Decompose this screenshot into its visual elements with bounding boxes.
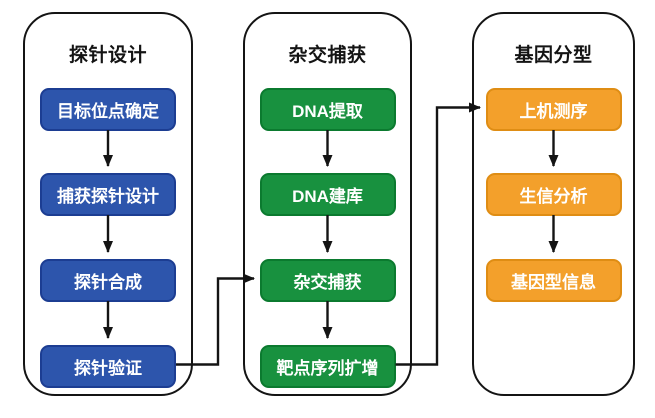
panel-genotyping: 基因分型 上机测序 生信分析 基因型信息 xyxy=(472,12,635,396)
step-genotype-info: 基因型信息 xyxy=(485,259,622,302)
step-target-amplification: 靶点序列扩增 xyxy=(259,345,396,388)
panel-title-hybrid-capture: 杂交捕获 xyxy=(288,45,367,66)
step-bioinformatics: 生信分析 xyxy=(485,173,622,216)
panel-probe-design: 探针设计 目标位点确定 捕获探针设计 探针合成 探针验证 xyxy=(23,12,193,396)
step-dna-library: DNA建库 xyxy=(259,173,396,216)
panel-title-genotyping: 基因分型 xyxy=(514,45,593,66)
step-target-site: 目标位点确定 xyxy=(40,88,176,131)
panel-hybrid-capture: 杂交捕获 DNA提取 DNA建库 杂交捕获 靶点序列扩增 xyxy=(243,12,412,396)
step-capture-probe-design: 捕获探针设计 xyxy=(40,173,176,216)
panel-title-probe-design: 探针设计 xyxy=(68,45,147,66)
step-sequencing: 上机测序 xyxy=(485,88,622,131)
step-probe-validation: 探针验证 xyxy=(40,345,176,388)
step-hybrid-capture: 杂交捕获 xyxy=(259,259,396,302)
step-probe-synthesis: 探针合成 xyxy=(40,259,176,302)
step-dna-extraction: DNA提取 xyxy=(259,88,396,131)
